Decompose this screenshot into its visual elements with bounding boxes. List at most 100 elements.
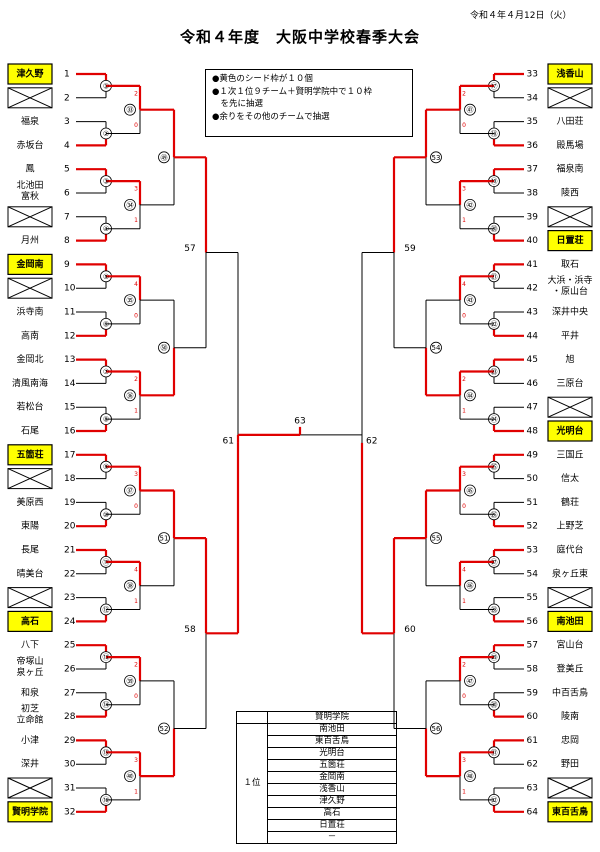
match-number: ㉚: [491, 701, 498, 709]
score: 0: [134, 503, 138, 510]
bracket-line: [7, 777, 53, 799]
team-name: 中百舌鳥: [552, 686, 588, 698]
team-name: 高南: [21, 329, 39, 341]
team-name: 小津: [21, 735, 39, 746]
seed-box: [547, 420, 593, 442]
bye-box: [7, 277, 53, 299]
slot-number: 55: [527, 593, 538, 603]
bracket-line: [7, 277, 53, 299]
match-number: ㉙: [491, 654, 498, 662]
slot-number: 63: [527, 784, 538, 794]
match-number: ㉗: [491, 558, 498, 566]
match-number: 51: [160, 535, 169, 543]
seed-box: [7, 801, 53, 823]
score: 0: [134, 122, 138, 129]
slot-number: 13: [64, 355, 75, 365]
slot-number: 6: [64, 189, 70, 199]
match-number: ㉒: [491, 320, 498, 328]
match-number: ㊿: [161, 344, 168, 352]
team-name: 泉ヶ丘東: [552, 567, 588, 579]
score: 2: [134, 662, 138, 669]
score: 2: [462, 90, 466, 97]
match-number: ㉞: [127, 201, 134, 209]
match-number: ㊺: [467, 487, 474, 495]
match-number: ㊸: [467, 297, 474, 305]
match-number: ⑯: [103, 796, 110, 804]
match-marker: [430, 722, 442, 735]
match-number: 57: [184, 244, 195, 254]
slot-number: 31: [64, 784, 75, 794]
bracket-line: [7, 587, 53, 609]
slot-number: 64: [527, 807, 539, 817]
slot-number: 40: [527, 236, 539, 246]
seed-box: [7, 444, 53, 466]
score: 4: [134, 281, 138, 288]
match-number: 55: [432, 535, 441, 543]
seed-team-name: 浅香山: [556, 68, 583, 80]
match-marker: [124, 484, 136, 497]
score: 0: [462, 312, 466, 319]
bye-box: [7, 468, 53, 490]
slot-number: 41: [527, 260, 538, 270]
match-number: ②: [103, 130, 109, 138]
seed-box: [7, 253, 53, 275]
bye-box: [547, 587, 593, 609]
match-marker: [124, 579, 136, 592]
seed-box: [7, 610, 53, 633]
slot-number: 42: [527, 284, 538, 294]
team-name: 清風南海: [12, 377, 48, 389]
seed-team-name: 東百舌鳥: [552, 805, 588, 817]
seed-table-team: －: [267, 831, 397, 844]
team-name: 八田荘: [556, 116, 583, 127]
slot-number: 36: [527, 141, 539, 151]
bracket-line: [547, 206, 593, 228]
match-number: ⑩: [103, 511, 109, 519]
score: 3: [134, 186, 138, 193]
match-number: 54: [432, 344, 441, 352]
slot-number: 15: [64, 403, 75, 413]
match-number: ①: [103, 82, 109, 90]
match-number: ㊼: [467, 677, 474, 685]
match-number: ⑮: [103, 749, 110, 757]
slot-number: 50: [527, 474, 539, 484]
bye-box: [7, 587, 53, 609]
slot-number: 45: [527, 355, 538, 365]
slot-number: 2: [64, 93, 70, 103]
bracket-line: [547, 587, 593, 609]
score: 3: [134, 757, 138, 764]
match-number: ㊵: [127, 773, 134, 781]
slot-number: 1: [64, 70, 70, 80]
bye-box: [547, 777, 593, 799]
team-name: 北池田富秋: [16, 179, 43, 202]
slot-number: 7: [64, 212, 70, 222]
slot-number: 10: [64, 284, 76, 294]
team-name: 東陽: [21, 520, 39, 532]
seed-table-header: 賢明学院: [267, 711, 397, 724]
team-name: 晴美台: [16, 567, 43, 579]
match-number: 56: [432, 725, 441, 733]
team-name: 八下: [21, 641, 39, 651]
score: 1: [462, 788, 466, 795]
match-number: ㉕: [491, 463, 498, 471]
slot-number: 9: [64, 260, 70, 270]
team-name: 殿馬場: [556, 139, 583, 151]
slot-number: 33: [527, 70, 538, 80]
match-marker: [430, 151, 442, 164]
slot-number: 54: [527, 569, 539, 579]
match-number: ⑥: [103, 320, 109, 328]
team-name: 赤坂台: [16, 139, 43, 151]
team-name: 野田: [561, 759, 579, 770]
slot-number: 29: [64, 736, 76, 746]
seed-box: [547, 230, 593, 252]
slot-number: 20: [64, 522, 76, 532]
team-name-line: 立命館: [16, 714, 43, 726]
team-name: 信太: [561, 472, 579, 484]
slot-number: 22: [64, 569, 75, 579]
match-number: ㊶: [467, 106, 474, 114]
slot-number: 32: [64, 807, 75, 817]
match-number: 62: [366, 436, 377, 446]
slot-number: 25: [64, 641, 75, 651]
date: 令和４年４月12日（火）: [470, 11, 572, 21]
seed-box: [547, 610, 593, 633]
